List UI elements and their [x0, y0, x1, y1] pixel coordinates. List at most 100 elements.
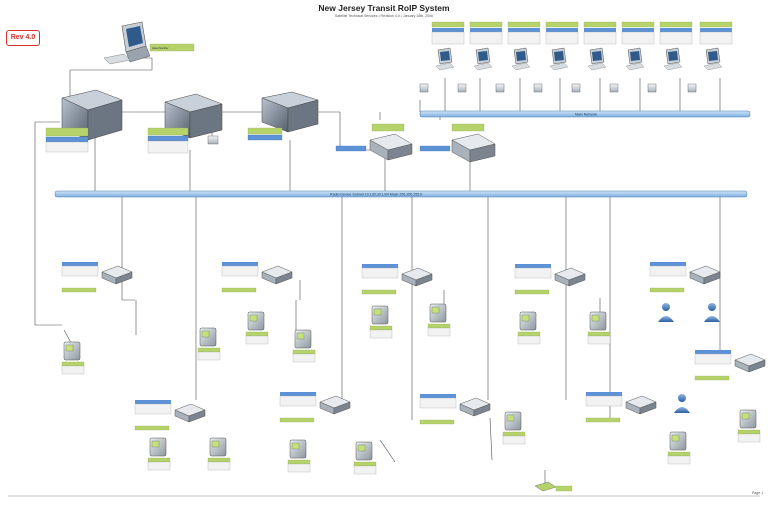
phone-icon — [687, 83, 697, 93]
gateway-device-icon-1 — [369, 133, 413, 161]
monitor-screen — [554, 51, 564, 61]
radio-site-group — [134, 400, 231, 471]
phone-icon — [647, 83, 657, 93]
radio-site-group — [61, 262, 221, 375]
site-info-table — [279, 395, 317, 407]
dispatch-workstation-icon — [647, 21, 693, 93]
workstation-info-table — [507, 31, 541, 45]
radio-site-group — [649, 262, 721, 293]
radio-site-group — [585, 392, 691, 465]
site-asset-tag — [514, 289, 550, 295]
connection-lines — [34, 57, 721, 484]
user-icon-3 — [674, 394, 690, 413]
radio-gateway-right — [188, 409, 206, 423]
keyboard-icon — [663, 62, 683, 71]
radio-asset-tag — [587, 331, 611, 337]
workstation-info-table — [431, 31, 465, 45]
radio-port-table — [287, 463, 311, 473]
workstation-ip-tag — [700, 28, 732, 32]
workstation-info-table — [659, 31, 693, 45]
monitor-screen — [630, 51, 640, 61]
radio-gateway-right — [748, 359, 766, 373]
server-label-block-1 — [45, 127, 89, 153]
radio-display — [291, 442, 300, 450]
site-info-table — [361, 267, 399, 279]
radio-asset-tag — [245, 331, 269, 337]
radio-display — [506, 414, 515, 422]
radio-display — [296, 332, 305, 340]
radio-display — [65, 344, 74, 352]
site-info-table — [649, 265, 687, 277]
radio-port-table — [353, 465, 377, 475]
site-info-table — [694, 353, 732, 365]
monitor-screen — [592, 51, 602, 61]
radio-asset-tag — [369, 325, 393, 331]
workstation-asset-tag — [659, 21, 693, 28]
workstation-info-table — [699, 31, 733, 45]
keyboard-icon — [435, 62, 455, 71]
radio-port-table — [737, 433, 761, 443]
monitor-screen — [516, 51, 526, 61]
workstation-asset-tag — [545, 21, 579, 28]
radio-site-group — [361, 264, 451, 339]
radio-gateway-right — [115, 271, 133, 285]
radio-asset-tag — [502, 431, 526, 437]
radio-port-table — [427, 327, 451, 337]
workstation-ip-tag — [546, 28, 578, 32]
site-info-table — [585, 395, 623, 407]
small-router-icon — [207, 135, 219, 145]
radio-gateway-right — [473, 403, 491, 417]
radio-asset-tag — [197, 347, 221, 353]
server-rack-icon-3 — [261, 91, 319, 133]
site-asset-tag — [221, 287, 257, 293]
workstation-info-table — [545, 31, 579, 45]
radio-display — [201, 330, 210, 338]
site-ip-tag — [280, 392, 316, 396]
server-label-block-2 — [147, 127, 189, 154]
admin-workstation-icon — [103, 21, 151, 65]
monitor-screen — [668, 51, 678, 61]
radio-display — [741, 412, 750, 420]
radio-site-group — [279, 392, 377, 475]
radio-display — [671, 434, 680, 442]
dispatch-workstation-icon — [419, 21, 465, 93]
workstation-ip-tag — [660, 28, 692, 32]
workstation-ip-tag — [432, 28, 464, 32]
site-asset-tag — [61, 287, 97, 293]
radio-gateway-right — [275, 271, 293, 285]
radio-port-table — [61, 365, 85, 375]
radio-subnet-bar: Radio Device Subnet 10.130.30.1/24 Mask … — [54, 190, 748, 198]
revision-badge: Rev 4.0 — [6, 30, 40, 46]
radio-site-group — [694, 350, 766, 443]
workstation-asset-tag — [699, 21, 733, 28]
diagram-subtitle: Satellite Technical Services • Revision … — [335, 14, 433, 18]
radio-port-table — [667, 455, 691, 465]
keyboard-icon — [587, 62, 607, 71]
workstation-asset-tag — [621, 21, 655, 28]
radio-port-table — [197, 351, 221, 361]
site-ip-tag — [420, 394, 456, 398]
radio-gateway-right — [639, 401, 657, 415]
site-info-table — [221, 265, 259, 277]
radio-asset-tag — [147, 457, 171, 463]
keyboard-icon — [549, 62, 569, 71]
dispatch-workstation-icon — [533, 21, 579, 93]
radio-display — [373, 308, 382, 316]
dispatch-workstation-icon — [687, 21, 733, 93]
radio-subnet-label: Radio Device Subnet 10.130.30.1/24 Mask … — [330, 193, 422, 197]
monitor-screen — [478, 51, 488, 61]
site-info-table — [134, 403, 172, 415]
radio-asset-tag — [667, 451, 691, 457]
trunk-device-icon — [534, 481, 557, 492]
server-label-block-3 — [247, 127, 283, 141]
radio-gateway-right — [415, 273, 433, 287]
keyboard-icon — [473, 62, 493, 71]
page-number: Page 1 — [752, 491, 764, 495]
site-asset-tag — [279, 417, 315, 423]
phone-icon — [457, 83, 467, 93]
workstation-info-table — [583, 31, 617, 45]
dispatcher-workstations — [419, 21, 733, 93]
radio-port-table — [517, 335, 541, 345]
site-ip-tag — [515, 264, 551, 268]
site-info-table — [419, 397, 457, 409]
